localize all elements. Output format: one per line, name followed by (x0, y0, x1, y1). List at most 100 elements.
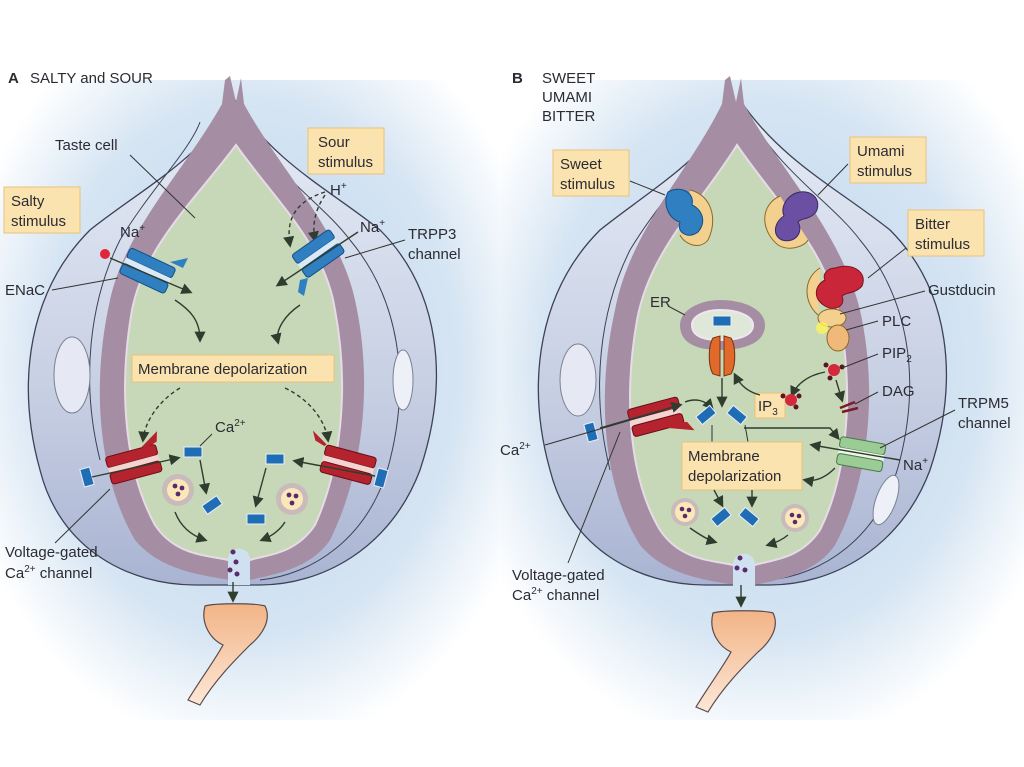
h-plus-label: H+ (330, 181, 347, 199)
calcium-influx-arrow-right (292, 457, 376, 477)
bitter-receptor (806, 265, 864, 316)
umami-stimulus-box (849, 136, 927, 184)
neighbor-cell-right-b (739, 99, 911, 581)
sodium-ion (100, 249, 110, 259)
trpp3-leader (344, 239, 406, 259)
sodium-influx-arrow-b (809, 440, 901, 461)
afferent-nerve-b (695, 610, 776, 713)
ip3-molecule (780, 393, 802, 410)
ca-label-b: Ca2+ (500, 441, 531, 459)
trpm5-label-2: channel (958, 415, 1011, 432)
sodium-influx-arrow-right (275, 231, 359, 287)
calcium-ion (726, 404, 748, 426)
taste-cell-leader (129, 154, 196, 219)
neurotransmitter (742, 567, 748, 573)
calcium-ion (246, 513, 266, 525)
neurotransmitter (734, 565, 740, 571)
ca-to-vesicle-arrow (198, 459, 210, 495)
nucleus-left-b (559, 343, 597, 417)
bitter-stimulus-box (907, 209, 985, 257)
dag-leader (854, 391, 879, 405)
vesicle-fusion-arrow (174, 511, 208, 543)
vg-ca-leader-b (567, 431, 621, 564)
na-plus-right-label: Na+ (360, 218, 385, 236)
umami-leader (817, 163, 849, 196)
na-label-b: Na+ (903, 456, 928, 474)
membrane-depolarization-label-b-1: Membrane (688, 448, 760, 465)
calcium-ion (265, 453, 285, 465)
salty-stimulus-box (3, 186, 81, 234)
sweet-stimulus-label-1: Sweet (560, 156, 603, 173)
trpp3-label-1: TRPP3 (408, 226, 456, 243)
panel-b-letter: B (512, 70, 523, 87)
enac-leader (51, 277, 119, 291)
er-label: ER (650, 294, 671, 311)
bitter-leader (867, 247, 907, 279)
ca-to-vesicle-arrow (252, 467, 267, 508)
ip3-label: IP3 (758, 398, 778, 418)
vg-ca-label-b-2: Ca2+ channel (512, 586, 599, 604)
enac-tail (170, 258, 188, 268)
sweet-receptor (665, 188, 714, 246)
calcium-ion (710, 506, 732, 528)
membrane-depolarization-box-a (131, 354, 335, 383)
panel-b: B SWEET UMAMI BITTER Sweet stimulus Umam… (500, 70, 1024, 720)
vg-ca-label-a-1: Voltage-gated (5, 544, 98, 561)
panel-b-title-2: UMAMI (542, 89, 592, 106)
calcium-ion (738, 506, 760, 528)
md-arrow-down (713, 489, 724, 508)
dag-molecule (839, 400, 859, 414)
membrane-depolarization-label-b-2: depolarization (688, 468, 781, 485)
h-plus-arrow-2 (307, 194, 326, 243)
sour-stimulus-label-1: Sour (318, 134, 350, 151)
trpp3-channel (292, 229, 345, 278)
synaptic-vesicle (781, 504, 809, 532)
gustducin-label: Gustducin (928, 282, 996, 299)
neurotransmitter (230, 549, 236, 555)
gustducin-leader (839, 290, 926, 315)
calcium-influx-arrow-b (599, 401, 683, 429)
neurotransmitter (737, 555, 743, 561)
vesicle-fusion-arrow-b (689, 527, 718, 546)
panel-a-title: SALTY and SOUR (30, 70, 153, 87)
taste-cell-label: Taste cell (55, 137, 118, 154)
bitter-stimulus-label-2: stimulus (915, 236, 970, 253)
calcium-ion (712, 315, 732, 327)
er-leader (667, 305, 686, 316)
depolarization-arrow-right (284, 387, 333, 443)
vg-ca-channel-left (105, 431, 163, 485)
synaptic-vesicle (671, 498, 699, 526)
trpp3-to-depolarization-arrow (270, 304, 301, 345)
pip2-to-dag-arrow (834, 379, 845, 403)
panel-b-title-1: SWEET (542, 70, 595, 87)
activation-flash (816, 322, 828, 334)
plc-leader (845, 320, 879, 331)
trpm5-leader (879, 409, 956, 449)
vesicle-fusion-arrow-b (765, 534, 789, 549)
sweet-stimulus-box (552, 149, 630, 197)
ca-to-md-line (744, 424, 749, 443)
plc-label: PLC (882, 313, 911, 330)
neurotransmitter (233, 559, 239, 565)
membrane-depolarization-box-b (681, 441, 803, 491)
sodium-influx-arrow (109, 257, 193, 294)
panel-a: A SALTY and SOUR Taste cell Salty stimul… (0, 70, 500, 720)
trpm5-label-1: TRPM5 (958, 395, 1009, 412)
calcium-ion (201, 495, 223, 515)
enac-channel (119, 247, 176, 294)
na-plus-left-label: Na+ (120, 223, 145, 241)
sweet-leader (629, 180, 666, 196)
panel-a-letter: A (8, 70, 19, 87)
ip3-to-receptor-arrow (733, 372, 761, 396)
vg-ca-label-b-1: Voltage-gated (512, 567, 605, 584)
calcium-ion (695, 404, 717, 426)
calcium-ion (79, 466, 95, 488)
sweet-stimulus-label-2: stimulus (560, 176, 615, 193)
trpm5-to-depolarization-arrow (802, 467, 836, 488)
umami-receptor (764, 191, 819, 249)
pip2-molecule (823, 362, 845, 381)
nucleus-left (53, 336, 91, 414)
neurotransmitter (234, 571, 240, 577)
salty-stimulus-label-2: stimulus (11, 213, 66, 230)
synaptic-vesicle (276, 483, 308, 515)
